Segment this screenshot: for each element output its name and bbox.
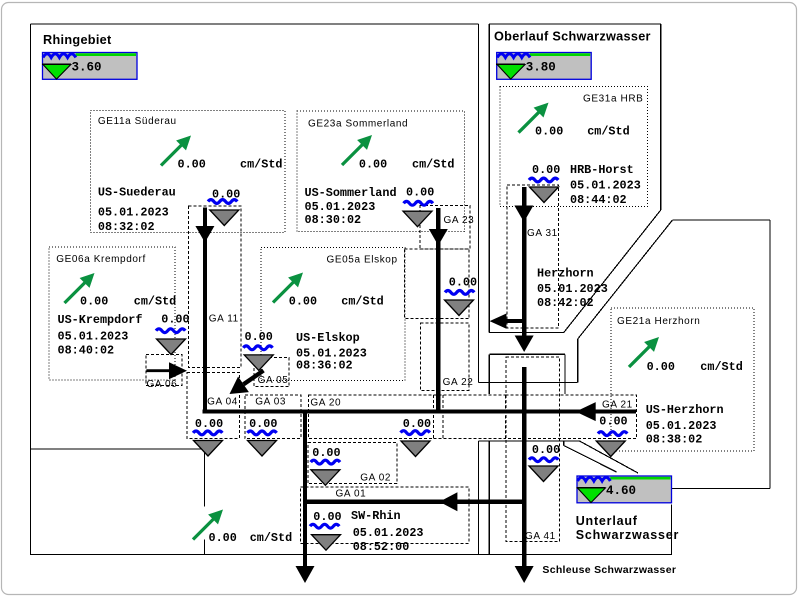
svg-text:08:40:02: 08:40:02 [58,343,115,357]
svg-text:US-Sommerland: US-Sommerland [305,186,397,200]
svg-text:0.00: 0.00 [249,417,277,431]
svg-text:05.01.2023: 05.01.2023 [98,205,169,219]
svg-text:GA 02: GA 02 [360,472,391,483]
svg-text:GA 20: GA 20 [310,398,341,409]
svg-text:SW-Rhin: SW-Rhin [351,509,401,523]
svg-text:0.00: 0.00 [209,531,237,545]
svg-text:05.01.2023: 05.01.2023 [537,282,608,296]
svg-text:08:42:02: 08:42:02 [537,296,594,310]
svg-text:GA 01: GA 01 [336,489,367,500]
svg-text:0.00: 0.00 [178,158,206,172]
svg-text:GE31a HRB: GE31a HRB [583,94,643,105]
svg-text:GA 05: GA 05 [258,375,289,386]
svg-text:3.80: 3.80 [526,60,556,74]
svg-text:cm/Std: cm/Std [240,158,282,172]
svg-text:cm/Std: cm/Std [700,360,742,374]
svg-text:0.00: 0.00 [532,443,560,457]
svg-text:Unterlauf: Unterlauf [576,514,638,528]
svg-text:0.00: 0.00 [599,415,627,429]
svg-text:cm/Std: cm/Std [341,295,383,309]
svg-text:0.00: 0.00 [535,125,563,139]
svg-text:GA 04: GA 04 [207,397,238,408]
svg-text:05.01.2023: 05.01.2023 [305,200,376,214]
svg-text:05.01.2023: 05.01.2023 [58,330,129,344]
svg-text:0.00: 0.00 [161,312,189,326]
svg-text:GA 11: GA 11 [209,314,239,325]
svg-text:0.00: 0.00 [406,185,434,199]
svg-text:GA 21: GA 21 [602,400,633,411]
svg-text:GA 41: GA 41 [525,531,556,542]
svg-text:Schleuse Schwarzwasser: Schleuse Schwarzwasser [542,564,676,576]
svg-text:0.00: 0.00 [80,294,108,308]
svg-text:0.00: 0.00 [647,360,675,374]
svg-text:0.00: 0.00 [212,188,240,202]
svg-text:GA 31: GA 31 [527,228,558,239]
svg-text:cm/Std: cm/Std [587,125,629,139]
svg-text:08:44:02: 08:44:02 [570,193,627,207]
svg-text:08:38:02: 08:38:02 [646,433,703,447]
svg-text:0.00: 0.00 [449,275,477,289]
svg-text:05.01.2023: 05.01.2023 [353,526,424,540]
svg-text:0.00: 0.00 [359,158,387,172]
svg-text:0.00: 0.00 [313,510,341,524]
svg-text:4.60: 4.60 [606,484,636,498]
svg-text:GE11a Süderau: GE11a Süderau [98,116,177,127]
svg-text:0.00: 0.00 [289,295,317,309]
svg-text:05.01.2023: 05.01.2023 [296,347,367,361]
svg-text:HRB-Horst: HRB-Horst [570,163,634,177]
svg-text:GE05a Elskop: GE05a Elskop [327,255,398,266]
svg-text:GE23a Sommerland: GE23a Sommerland [308,118,408,129]
svg-text:Oberlauf Schwarzwasser: Oberlauf Schwarzwasser [494,30,651,44]
svg-text:0.00: 0.00 [245,330,273,344]
svg-text:GA 03: GA 03 [255,397,286,408]
svg-text:US-Suederau: US-Suederau [98,185,176,199]
svg-text:GE21a Herzhorn: GE21a Herzhorn [617,316,700,327]
svg-text:GE06a Krempdorf: GE06a Krempdorf [56,254,146,265]
svg-text:US-Krempdorf: US-Krempdorf [58,313,143,327]
svg-text:08:32:02: 08:32:02 [98,220,155,234]
svg-text:05.01.2023: 05.01.2023 [646,419,717,433]
svg-text:US-Elskop: US-Elskop [296,331,360,345]
svg-text:0.00: 0.00 [532,163,560,177]
svg-text:0.00: 0.00 [403,417,431,431]
svg-text:GA 23: GA 23 [444,215,475,226]
svg-text:0.00: 0.00 [312,446,340,460]
svg-text:cm/Std: cm/Std [134,294,176,308]
svg-text:Schwarzwasser: Schwarzwasser [576,528,680,542]
svg-text:cm/Std: cm/Std [250,531,292,545]
svg-text:Rhingebiet: Rhingebiet [43,33,112,47]
svg-text:08:36:02: 08:36:02 [296,359,353,373]
svg-text:GA 06: GA 06 [147,379,178,390]
svg-text:0.00: 0.00 [195,417,223,431]
svg-text:US-Herzhorn: US-Herzhorn [646,403,724,417]
svg-text:08:30:02: 08:30:02 [305,213,362,227]
svg-text:05.01.2023: 05.01.2023 [570,179,641,193]
svg-text:cm/Std: cm/Std [412,158,454,172]
svg-text:Herzhorn: Herzhorn [537,267,594,281]
svg-text:3.60: 3.60 [72,60,102,74]
svg-text:GA 22: GA 22 [443,377,474,388]
svg-text:08:52:00: 08:52:00 [353,540,410,554]
